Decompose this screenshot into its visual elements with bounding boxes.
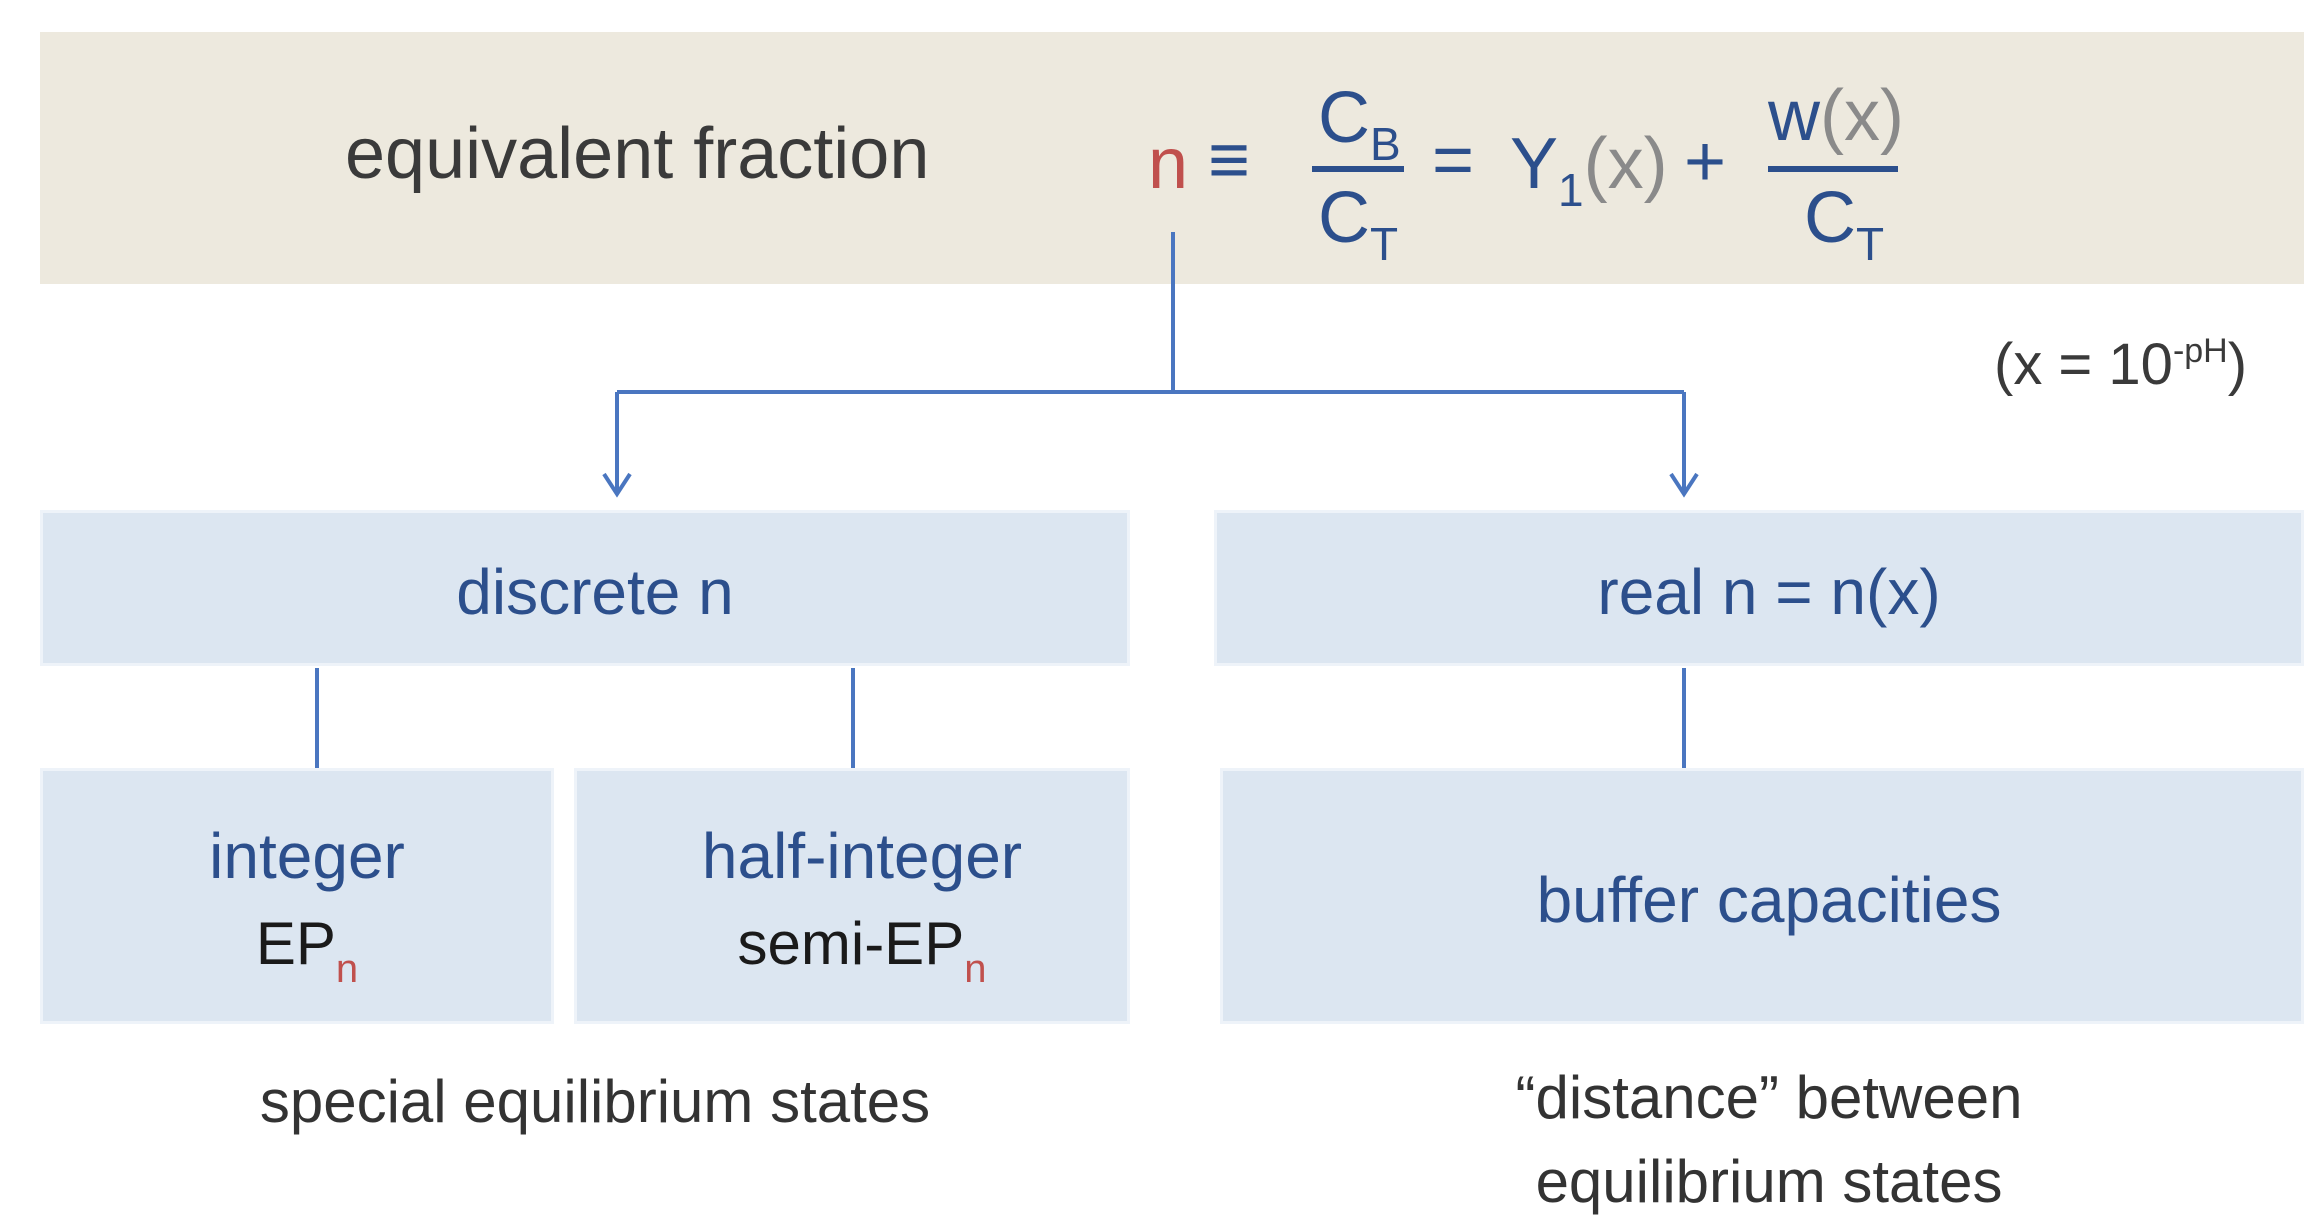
fraction-bar-2 bbox=[1768, 166, 1898, 172]
note-distance-line2: equilibrium states bbox=[1535, 1148, 2003, 1215]
fraction-denominator-ct: CT bbox=[1318, 178, 1399, 270]
formula-y1x: Y1(x) bbox=[1510, 124, 1668, 216]
integer-ep: EPn bbox=[255, 910, 359, 991]
half-integer-box bbox=[574, 768, 1130, 1024]
fraction-denominator-ct-2: CT bbox=[1804, 178, 1885, 270]
integer-box bbox=[40, 768, 554, 1024]
real-n-box bbox=[1214, 510, 2304, 666]
half-integer-semi-ep: semi-EPn bbox=[737, 910, 987, 991]
discrete-n-box bbox=[40, 510, 1130, 666]
formula-plus: + bbox=[1684, 122, 1727, 202]
buffer-capacities-box bbox=[1220, 768, 2304, 1024]
formula-n: n bbox=[1148, 124, 1189, 204]
arrowhead-left bbox=[602, 472, 632, 498]
buffer-capacities-label: buffer capacities bbox=[1536, 864, 2002, 936]
formula-equals: = bbox=[1432, 120, 1475, 200]
note-special-states: special equilibrium states bbox=[259, 1068, 931, 1135]
fraction-numerator-wx: w(x) bbox=[1768, 76, 1904, 156]
discrete-n-label: discrete n bbox=[456, 556, 734, 628]
note-distance-line1: “distance” between bbox=[1515, 1064, 2023, 1131]
real-n-label: real n = n(x) bbox=[1597, 556, 1941, 628]
arrowhead-right bbox=[1669, 472, 1699, 498]
fraction-bar-1 bbox=[1312, 166, 1404, 172]
integer-label: integer bbox=[209, 820, 405, 892]
header-title: equivalent fraction bbox=[345, 114, 930, 194]
fraction-numerator-cb: CB bbox=[1318, 78, 1401, 170]
formula-equiv: ≡ bbox=[1208, 120, 1251, 200]
half-integer-label: half-integer bbox=[701, 820, 1023, 892]
x-definition-note: (x = 10-pH) bbox=[1994, 332, 2248, 397]
